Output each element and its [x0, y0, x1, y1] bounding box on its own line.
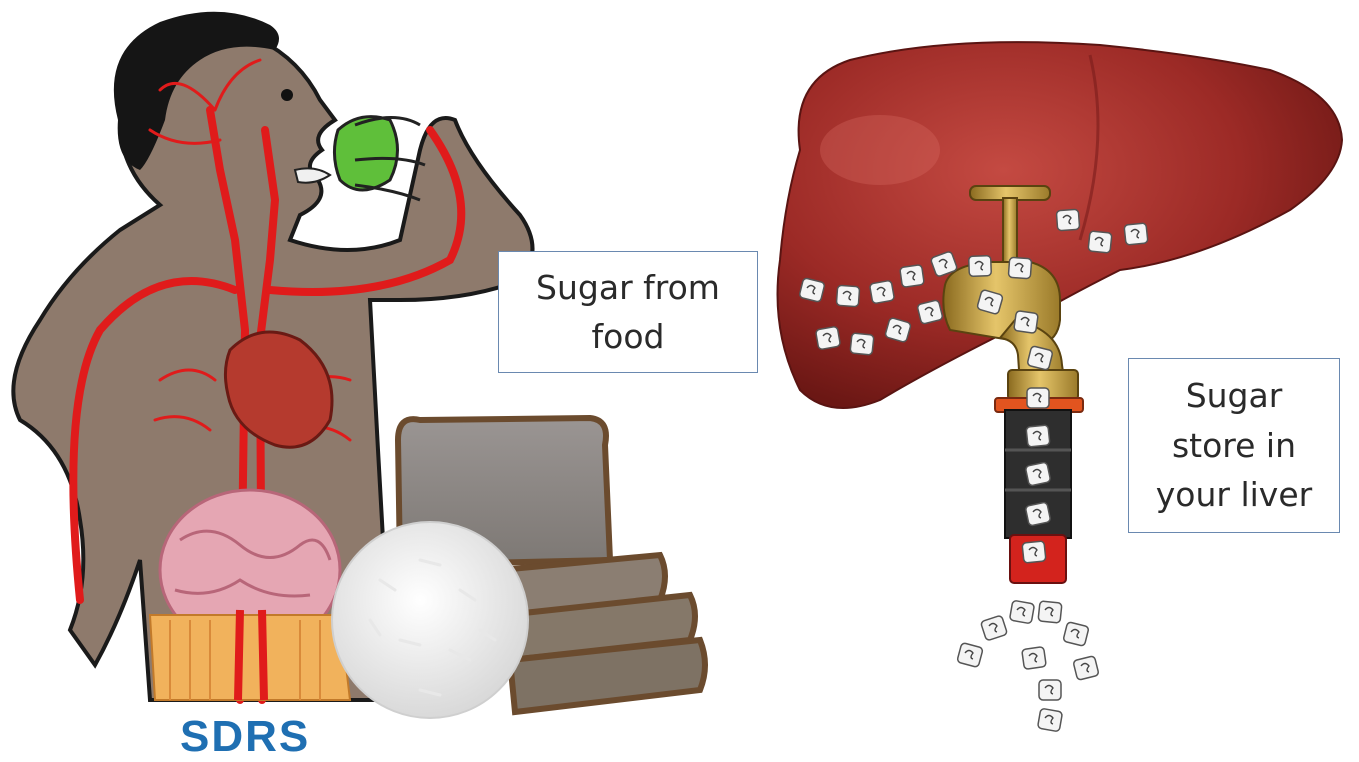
sugar-cube-icon	[1026, 425, 1050, 447]
sugar-cube-icon	[980, 615, 1007, 641]
sugar-cube-icon	[799, 278, 825, 303]
logo-fragment: SDRS	[180, 712, 310, 762]
sugar-cube-icon	[1038, 601, 1062, 623]
bread-and-rice-icon	[332, 418, 705, 718]
sugar-cube-icon	[1063, 622, 1089, 647]
sugar-cube-icon	[836, 285, 859, 306]
sugar-cube-icon	[1025, 462, 1051, 486]
sugar-cube-icon	[1009, 600, 1034, 624]
sugar-cube-icon	[1027, 346, 1053, 371]
sugar-cube-icon	[815, 326, 840, 350]
sugar-cube-icon	[850, 333, 874, 355]
sugar-cube-icon	[1008, 257, 1031, 278]
sugar-cube-icon	[1073, 656, 1099, 681]
sugar-store-in-liver-label: Sugar store in your liver	[1128, 358, 1340, 533]
sugar-cube-icon	[917, 300, 943, 325]
sugar-cube-icon	[969, 256, 992, 277]
sugar-cube-icon	[900, 265, 925, 288]
sugar-cube-icon	[1088, 231, 1112, 253]
sugar-cube-icon	[1056, 209, 1079, 230]
sugar-cube-icon	[1037, 708, 1062, 732]
sugar-cube-icon	[869, 280, 894, 304]
sugar-cube-icon	[1025, 502, 1051, 526]
sugar-cube-icon	[1022, 647, 1047, 670]
sugar-cube-icon	[1027, 388, 1049, 408]
sugar-cube-icon	[1039, 680, 1061, 700]
sugar-cube-icon	[957, 642, 983, 667]
sugar-cube-icon	[1022, 541, 1046, 563]
sugar-cube-icon	[1124, 223, 1148, 245]
sugar-cube-icon	[1014, 311, 1039, 334]
sugar-from-food-label: Sugar from food	[498, 251, 758, 373]
